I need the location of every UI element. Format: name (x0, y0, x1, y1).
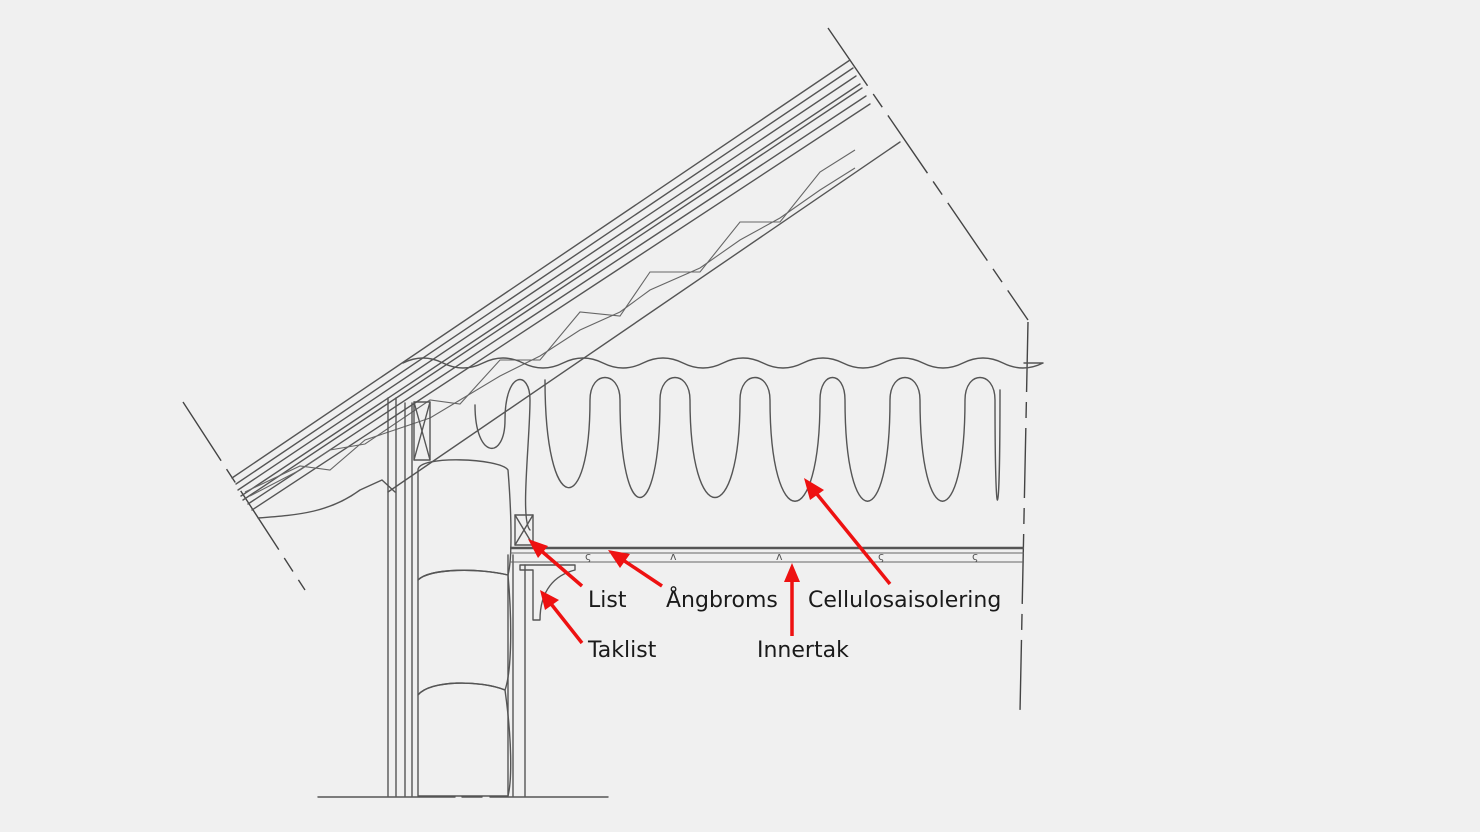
label-taklist: Taklist (588, 638, 657, 663)
roof-layers (231, 59, 901, 511)
svg-text:ᴧ: ᴧ (670, 550, 677, 563)
svg-text:ς: ς (585, 550, 591, 563)
break-lines (182, 27, 1029, 713)
cellulose-loops (474, 376, 1001, 531)
label-list: List (588, 588, 627, 613)
label-angbroms: Ångbroms (666, 588, 778, 613)
taklist-molding (519, 564, 576, 621)
label-innertak: Innertak (757, 638, 849, 663)
insulation-top-wave (257, 357, 1044, 519)
svg-text:ς: ς (878, 550, 884, 563)
callout-arrows (528, 478, 892, 645)
svg-text:ᴧ: ᴧ (776, 550, 783, 563)
label-cellulosaisolering: Cellulosaisolering (808, 588, 1002, 613)
wall-studs (317, 397, 609, 798)
svg-text:ς: ς (972, 550, 978, 563)
ceiling-layers: ς ᴧ ᴧ ς ς (510, 546, 1024, 563)
